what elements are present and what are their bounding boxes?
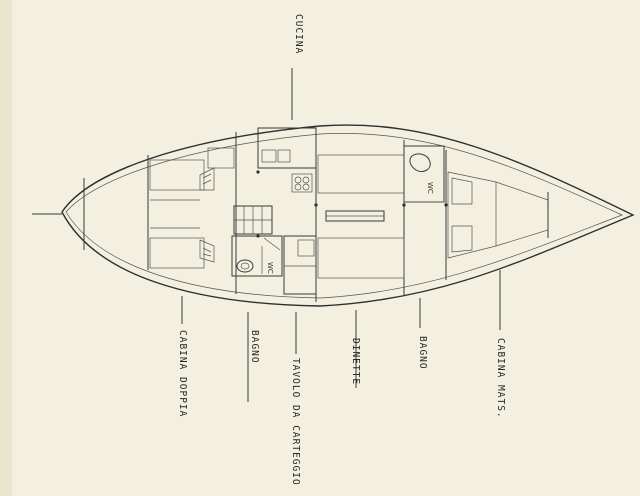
label-bagno-aft: BAGNO [249,330,260,364]
label-dinette: DINETTE [350,338,361,385]
cabina-doppia-berth-bottom [149,237,205,269]
hull-outline [61,124,635,307]
companionway-steps [233,205,273,235]
bagno-fwd-room [403,145,445,203]
cabina-doppia-locker-bottom [199,239,215,263]
label-tavolo-da-carteggio: TAVOLO DA CARTEGGIO [290,358,301,486]
wc-fwd-label: WC [426,182,434,194]
dinette-settee-bottom [317,237,405,279]
cabina-doppia-locker-top [199,167,215,191]
label-cabina-doppia: CABINA DOPPIA [177,330,188,417]
label-cucina: CUCINA [293,14,304,54]
cabina-doppia-hanging-locker [207,147,235,169]
cabina-doppia-berth-top [149,159,205,191]
paper-edge [0,0,12,496]
passage-markers [256,170,448,238]
label-bagno-fwd: BAGNO [417,336,428,370]
label-cabina-mats: CABINA MATS. [495,338,506,419]
hull-inner-line [65,133,623,299]
wc-aft-label: WC [266,262,274,274]
